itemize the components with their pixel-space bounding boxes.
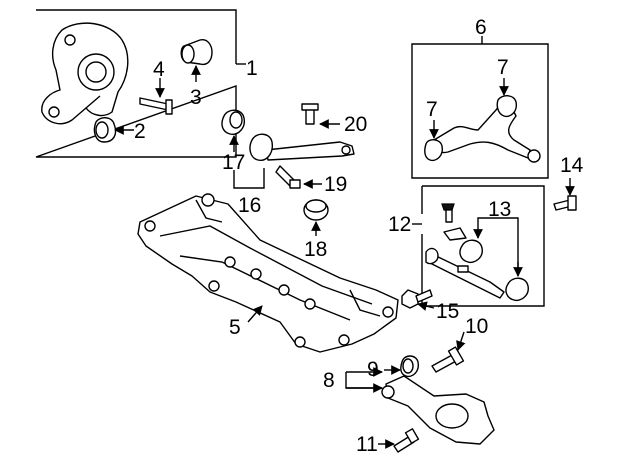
lateral-link-part (221, 109, 355, 161)
callout-7-upper: 7 (497, 56, 509, 79)
callout-5: 5 (229, 316, 241, 339)
callout-7-lower: 7 (426, 98, 438, 121)
knuckle-part (41, 22, 129, 125)
callout-9: 9 (367, 358, 379, 381)
lower-link-group-box (412, 185, 545, 307)
upper-arm-group-box (411, 36, 549, 179)
callout-3: 3 (190, 86, 202, 109)
callout-10: 10 (465, 315, 488, 338)
callout-17: 17 (222, 151, 245, 174)
bushing-part-2 (93, 117, 117, 143)
callout-11: 11 (356, 433, 378, 456)
callout-18: 18 (304, 238, 327, 261)
bolt-part-4 (139, 97, 173, 115)
lower-link-part (425, 203, 529, 302)
callout-16: 16 (238, 194, 261, 217)
callout-12: 12 (388, 213, 411, 236)
callout-13: 13 (488, 198, 511, 221)
callout-15: 15 (436, 300, 459, 323)
bushing-part-3 (180, 38, 213, 66)
callout-6: 6 (475, 16, 487, 39)
bolt-part-14 (553, 195, 577, 211)
bolt-part-10 (431, 346, 465, 373)
bushing-part-9 (400, 355, 420, 378)
lower-arm-part (381, 375, 495, 445)
callout-8: 8 (323, 369, 335, 392)
upper-arm-part (424, 95, 541, 163)
cap-part-18 (303, 199, 329, 221)
bolt-part-19 (275, 165, 301, 189)
callout-2: 2 (134, 120, 146, 143)
callout-20: 20 (344, 113, 367, 136)
callout-4: 4 (153, 58, 165, 81)
callout-14: 14 (560, 154, 584, 177)
callout-1: 1 (246, 57, 258, 80)
bolt-part-11 (393, 428, 420, 453)
crossmember-part (137, 193, 399, 353)
callout-19: 19 (324, 173, 347, 196)
bolt-part-20 (301, 103, 319, 125)
